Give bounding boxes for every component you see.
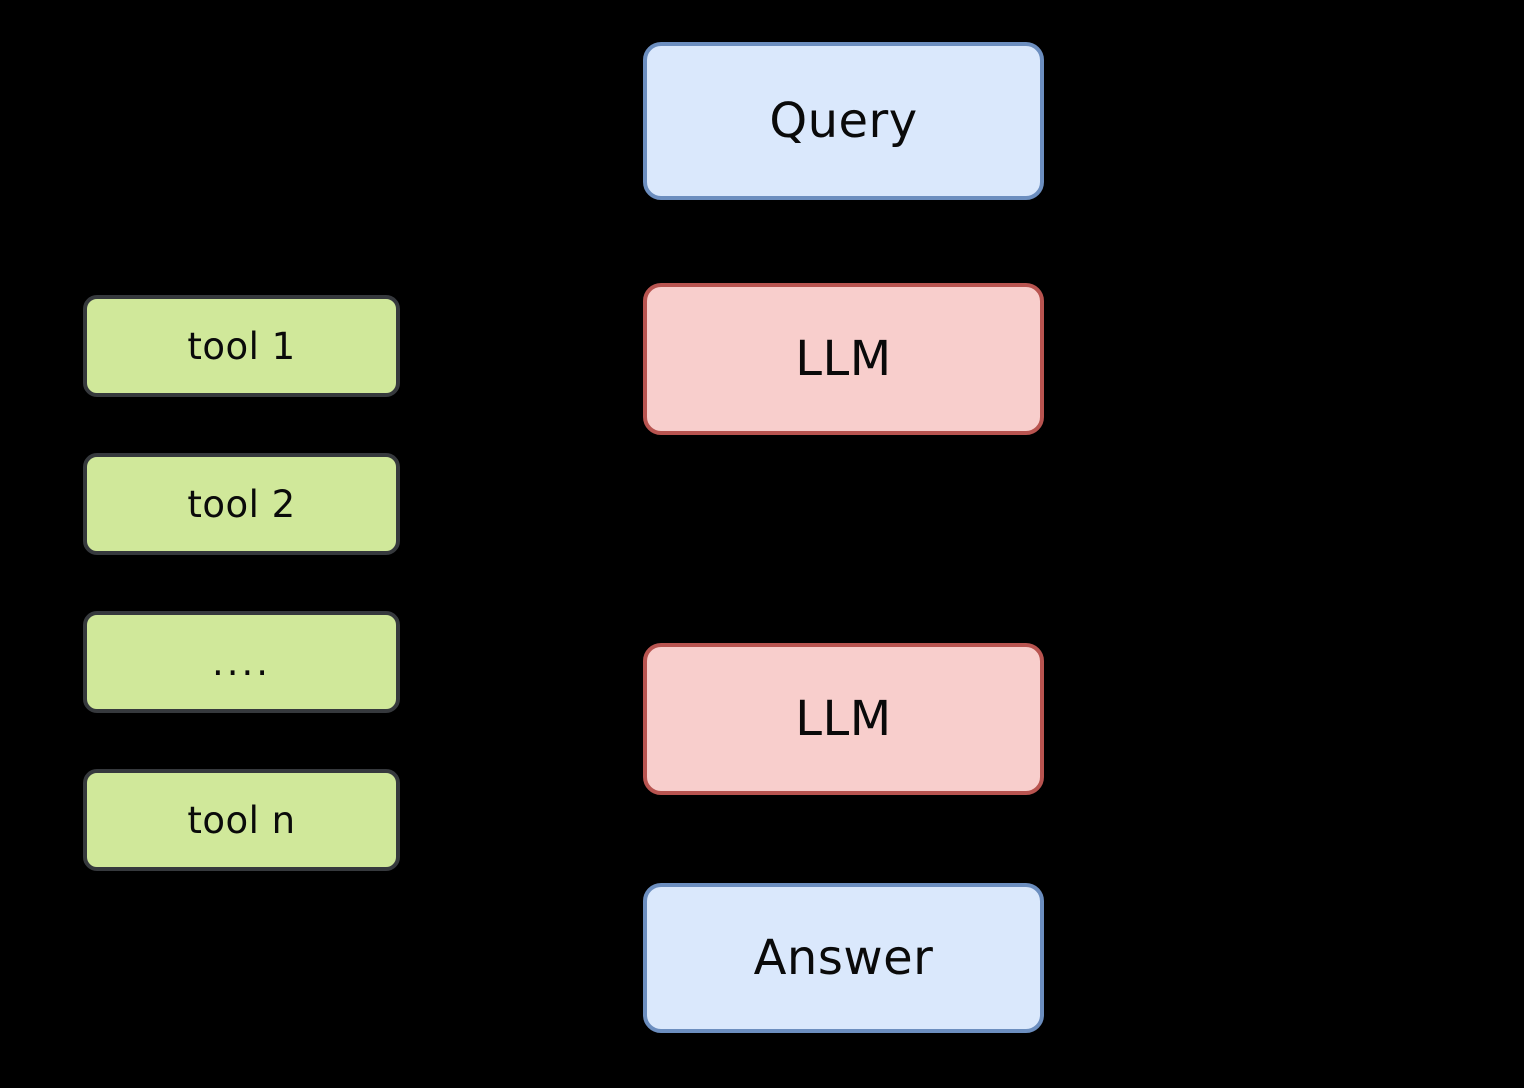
- llm-node-second[interactable]: LLM: [643, 643, 1044, 795]
- llm-node-label: LLM: [795, 331, 892, 387]
- query-node[interactable]: Query: [643, 42, 1044, 200]
- answer-node-label: Answer: [753, 930, 934, 986]
- tool-node-label: tool n: [187, 798, 296, 842]
- tool-node-ellipsis[interactable]: ....: [83, 611, 400, 713]
- tool-node-2[interactable]: tool 2: [83, 453, 400, 555]
- tool-node-label: ....: [211, 640, 272, 684]
- tool-node-label: tool 1: [187, 324, 296, 368]
- query-node-label: Query: [769, 93, 918, 149]
- tool-node-1[interactable]: tool 1: [83, 295, 400, 397]
- llm-node-label: LLM: [795, 691, 892, 747]
- tool-node-label: tool 2: [187, 482, 296, 526]
- answer-node[interactable]: Answer: [643, 883, 1044, 1033]
- llm-node-first[interactable]: LLM: [643, 283, 1044, 435]
- tool-node-n[interactable]: tool n: [83, 769, 400, 871]
